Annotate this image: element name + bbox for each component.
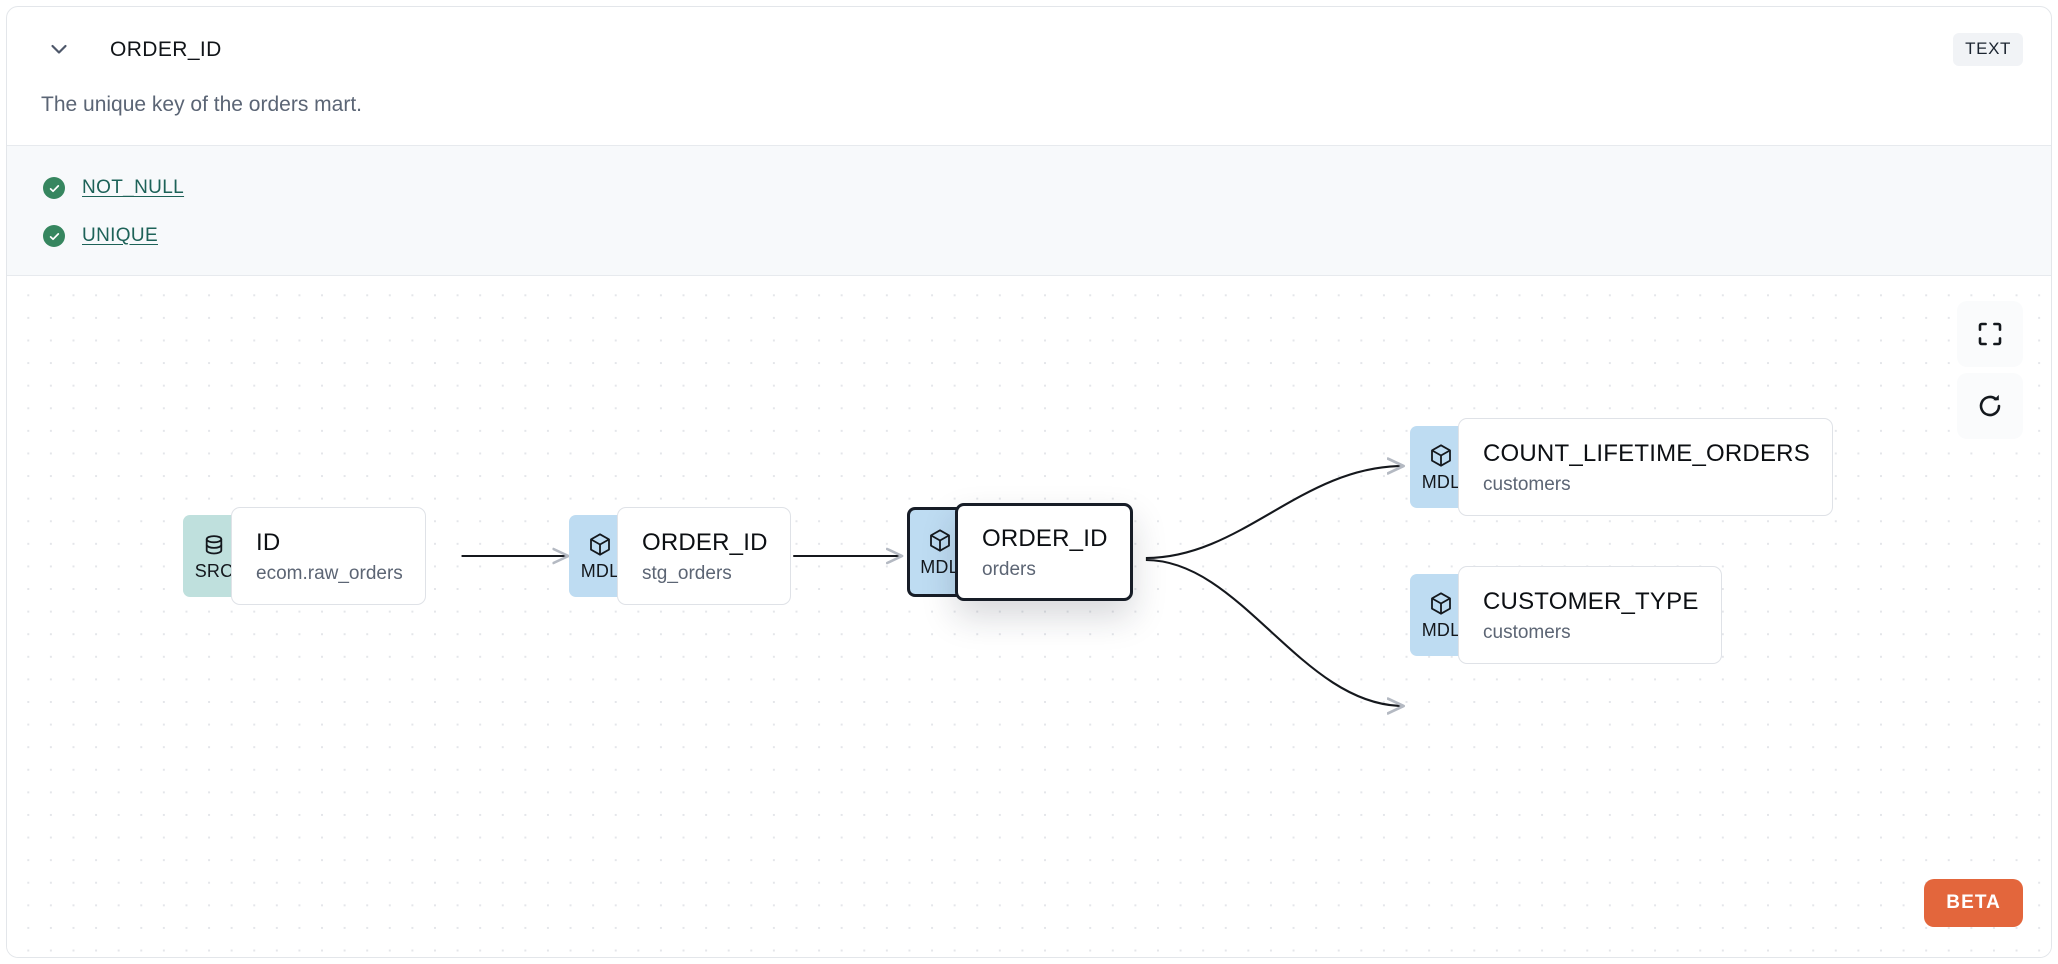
node-subtitle: orders [982,558,1036,580]
test-row: NOT_NULL [7,164,2051,212]
lineage-node-customer-type[interactable]: MDL CUSTOMER_TYPE customers [1410,566,1722,664]
node-card: COUNT_LIFETIME_ORDERS customers [1458,418,1833,516]
node-subtitle: customers [1483,621,1571,643]
node-subtitle: stg_orders [642,562,732,584]
lineage-node-orders-order-id[interactable]: MDL ORDER_ID orders [907,503,1133,601]
lineage-edges [461,276,2051,958]
page-title: ORDER_ID [110,38,222,61]
panel-header: ORDER_ID TEXT [7,7,2051,91]
test-link-unique[interactable]: UNIQUE [82,225,158,246]
node-title: ID [256,528,281,556]
edge-orders-to-count [1145,466,1404,560]
test-row: UNIQUE [7,212,2051,260]
node-badge-label: MDL [1421,472,1461,492]
edge-orders-to-customer-type [1145,558,1404,706]
beta-badge[interactable]: BETA [1924,879,2023,927]
lineage-graph-canvas[interactable]: SRC ID ecom.raw_orders MDL ORDER_ID stg_… [7,276,2051,958]
node-subtitle: customers [1483,473,1571,495]
column-description: The unique key of the orders mart. [41,93,362,116]
data-type-badge: TEXT [1953,33,2023,66]
lineage-node-stg-order-id[interactable]: MDL ORDER_ID stg_orders [569,507,791,605]
node-title: ORDER_ID [642,528,768,556]
fullscreen-icon [1978,322,2002,346]
check-circle-icon [43,177,65,199]
chevron-down-icon[interactable] [45,35,73,63]
node-card: ORDER_ID orders [955,503,1133,601]
node-badge-label: SRC [194,561,234,581]
node-badge-label: MDL [580,561,620,581]
node-card: ORDER_ID stg_orders [617,507,791,605]
fit-view-button[interactable] [1957,301,2023,367]
node-card: CUSTOMER_TYPE customers [1458,566,1722,664]
lineage-node-src-id[interactable]: SRC ID ecom.raw_orders [183,507,426,605]
node-badge-label: MDL [1421,620,1461,640]
node-title: ORDER_ID [982,524,1108,552]
test-link-not-null[interactable]: NOT_NULL [82,177,185,198]
node-subtitle: ecom.raw_orders [256,562,403,584]
column-detail-panel: ORDER_ID TEXT The unique key of the orde… [6,6,2052,958]
lineage-node-count-lifetime-orders[interactable]: MDL COUNT_LIFETIME_ORDERS customers [1410,418,1833,516]
check-circle-icon [43,225,65,247]
node-card: ID ecom.raw_orders [231,507,426,605]
tests-section: NOT_NULL UNIQUE [7,145,2051,276]
node-title: CUSTOMER_TYPE [1483,587,1699,615]
node-title: COUNT_LIFETIME_ORDERS [1483,439,1810,467]
node-badge-label: MDL [920,557,959,577]
refresh-icon [1979,394,2001,417]
lineage-controls [1957,301,2023,439]
refresh-button[interactable] [1957,373,2023,439]
